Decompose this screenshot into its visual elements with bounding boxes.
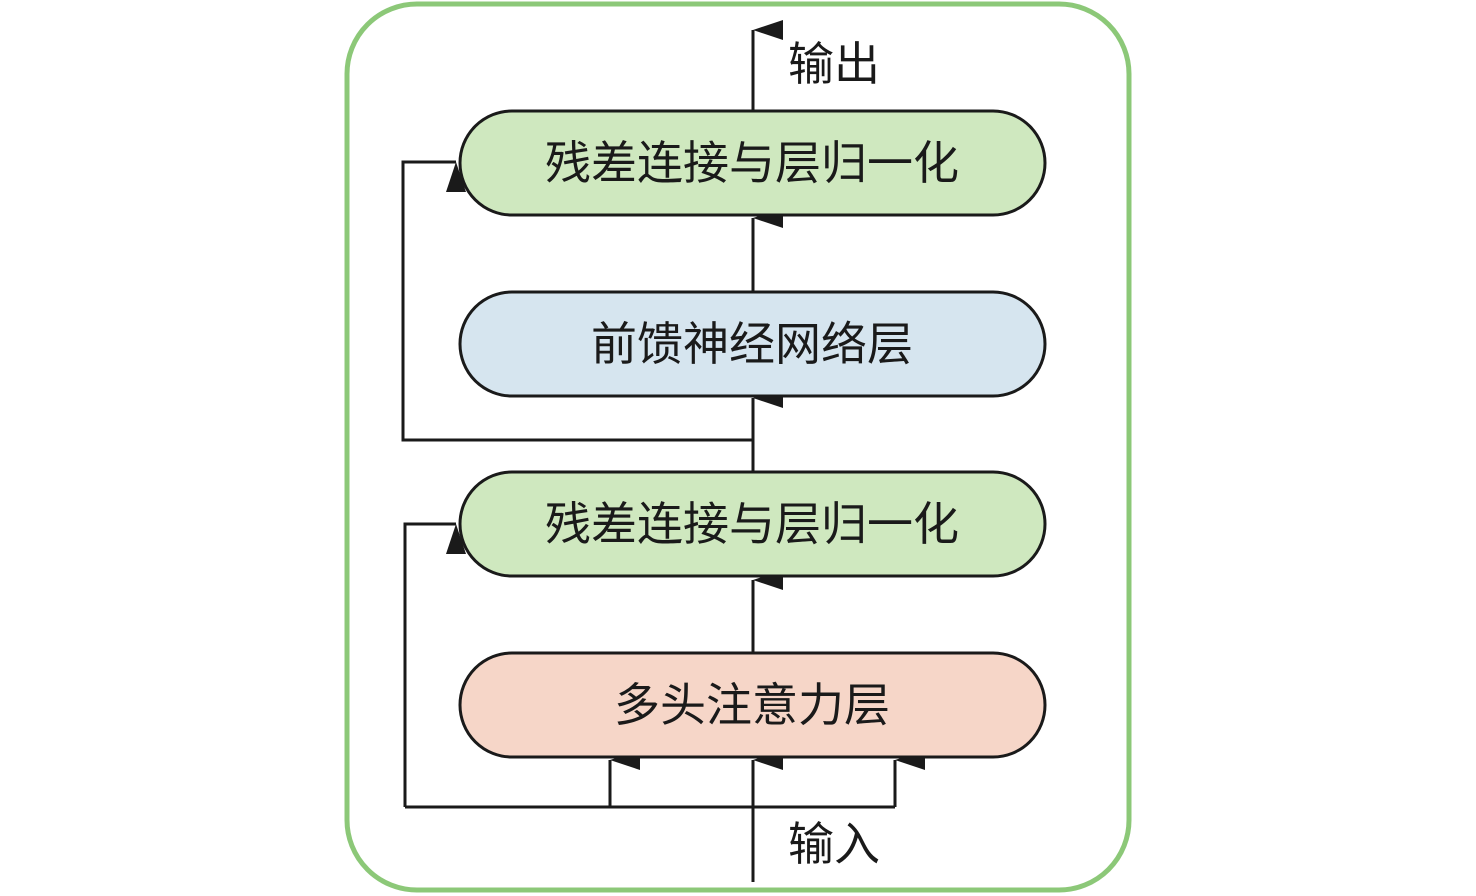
edges <box>401 20 925 882</box>
residual-connection-2 <box>401 160 753 442</box>
node-multi-head-attention-box <box>458 651 1047 759</box>
residual-connection-1 <box>403 522 466 807</box>
node-add-norm-1: 残差连接与层归一化 <box>458 470 1047 578</box>
node-add-norm-1-box <box>458 470 1047 578</box>
node-multi-head-attention-label: 多头注意力层 <box>614 678 890 732</box>
node-add-norm-2-label: 残差连接与层归一化 <box>545 136 959 190</box>
node-add-norm-2-box <box>458 109 1047 217</box>
node-add-norm-1-label: 残差连接与层归一化 <box>545 497 959 551</box>
node-feed-forward: 前馈神经网络层 <box>458 290 1047 398</box>
node-add-norm-2: 残差连接与层归一化 <box>458 109 1047 217</box>
node-multi-head-attention: 多头注意力层 <box>458 651 1047 759</box>
input-label: 输入 <box>788 817 880 871</box>
output-label: 输出 <box>788 37 880 91</box>
node-feed-forward-label: 前馈神经网络层 <box>591 317 913 371</box>
node-feed-forward-box <box>458 290 1047 398</box>
